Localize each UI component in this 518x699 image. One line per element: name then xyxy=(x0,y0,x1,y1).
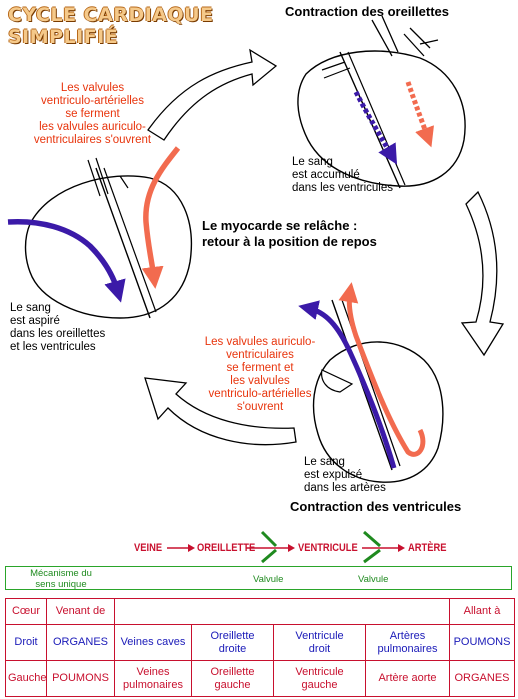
cycle-arrow-bottom xyxy=(144,377,297,446)
mechanism-label: Mécanisme du sens unique xyxy=(16,568,106,590)
phase-relax-label: Le myocarde se relâche : retour à la pos… xyxy=(202,218,377,250)
cell-vessel-in: Veines caves xyxy=(114,624,192,661)
heart-relaxation xyxy=(7,146,193,319)
valve-label-2: Valvule xyxy=(358,574,389,585)
phase-relax-line: retour à la position de repos xyxy=(202,234,377,249)
cell-line: droit xyxy=(308,642,331,655)
note-valves-open-av: Les valvules ventriculo-artérielles se f… xyxy=(10,82,175,147)
cell-side: Droit xyxy=(5,624,47,661)
phase-atria-label: Contraction des oreillettes xyxy=(285,4,449,19)
note-blood-aspired: Le sang est aspiré dans les oreillettes … xyxy=(10,302,105,354)
note-line: ventriculaires xyxy=(226,349,294,361)
cell-side: Gauche xyxy=(5,660,47,697)
note-line: les valvules auriculo- xyxy=(39,121,146,133)
flow-step-atrium: OREILLETTE xyxy=(197,542,256,554)
cell-to: ORGANES xyxy=(449,660,515,697)
cell-line: Veines xyxy=(136,665,170,678)
cell-line: droite xyxy=(218,642,247,655)
header-to: Allant à xyxy=(449,598,515,625)
note-line: se ferment et xyxy=(226,362,294,374)
cell-from: POUMONS xyxy=(46,660,115,697)
header-heart: Cœur xyxy=(5,598,47,625)
note-line: est expulsé xyxy=(304,469,363,481)
valve-symbol-2 xyxy=(363,530,381,564)
heart-ventricle-contraction xyxy=(298,282,444,483)
note-line: les valvules xyxy=(230,375,290,387)
cell-line: Oreillette xyxy=(210,665,255,678)
main-title: CYCLE CARDIAQUE SIMPLIFIÉ xyxy=(8,4,214,48)
note-line: Le sang xyxy=(304,456,345,468)
cell-from: ORGANES xyxy=(46,624,115,661)
note-line: Les valvules xyxy=(60,82,125,94)
title-line-1: CYCLE CARDIAQUE xyxy=(8,4,214,26)
title-line-2: SIMPLIFIÉ xyxy=(8,26,119,48)
flow-step-vein: VEINE xyxy=(134,542,163,554)
valve-label-1: Valvule xyxy=(253,574,284,585)
note-line: et les ventricules xyxy=(10,341,96,353)
heart-atria-contraction xyxy=(297,15,466,189)
valve-symbol-1 xyxy=(260,530,278,564)
flow-diagram xyxy=(167,530,405,564)
note-line: dans les ventricules xyxy=(292,182,393,194)
note-line: dans les oreillettes xyxy=(10,328,106,340)
cell-line: Artères xyxy=(389,629,426,642)
note-line: ventriculaires s'ouvrent xyxy=(33,134,152,146)
flow-step-ventricle: VENTRICULE xyxy=(298,542,358,554)
cell-line: Oreillette xyxy=(210,629,255,642)
cycle-arrow-right xyxy=(460,190,505,357)
table-header-row: Cœur Venant de Allant à xyxy=(5,598,515,625)
note-line: Le sang xyxy=(292,156,333,168)
header-from: Venant de xyxy=(46,598,115,625)
flow-step-artery: ARTÈRE xyxy=(408,542,447,554)
note-line: dans les artères xyxy=(304,482,386,494)
header-empty xyxy=(114,598,450,625)
cycle-arrow-top xyxy=(147,48,278,141)
cell-line: pulmonaires xyxy=(123,678,183,691)
cell-line: gauche xyxy=(214,678,251,691)
phase-relax-line: Le myocarde se relâche : xyxy=(202,218,358,233)
mechanism-line: sens unique xyxy=(35,579,87,590)
cycle-diagram xyxy=(7,15,505,483)
valve-mechanism-row: Mécanisme du sens unique Valvule Valvule xyxy=(5,566,512,590)
cell-line: Ventricule xyxy=(295,629,344,642)
heart-table: Cœur Venant de Allant à Droit ORGANES Ve… xyxy=(5,598,515,697)
note-line: s'ouvrent xyxy=(236,401,284,413)
note-blood-expelled: Le sang est expulsé dans les artères xyxy=(304,456,386,495)
phase-ventricles-label: Contraction des ventricules xyxy=(290,499,462,514)
note-line: se ferment xyxy=(65,108,120,120)
note-blood-accumulated: Le sang est accumulé dans les ventricule… xyxy=(292,156,393,195)
note-line: Le sang xyxy=(10,302,51,314)
note-line: est aspiré xyxy=(10,315,60,327)
cell-vessel-out: Artère aorte xyxy=(365,660,450,697)
cell-line: gauche xyxy=(301,678,338,691)
note-line: Les valvules auriculo- xyxy=(204,336,316,348)
note-line: ventriculo-artérielles xyxy=(208,388,312,400)
cell-line: Ventricule xyxy=(295,665,344,678)
cell-to: POUMONS xyxy=(449,624,515,661)
note-valves-open-va: Les valvules auriculo- ventriculaires se… xyxy=(190,336,330,414)
note-line: ventriculo-artérielles xyxy=(41,95,144,107)
note-line: est accumulé xyxy=(292,169,360,181)
diagram-stage xyxy=(7,15,505,483)
mechanism-line: Mécanisme du xyxy=(30,568,92,579)
cell-line: pulmonaires xyxy=(377,642,438,655)
